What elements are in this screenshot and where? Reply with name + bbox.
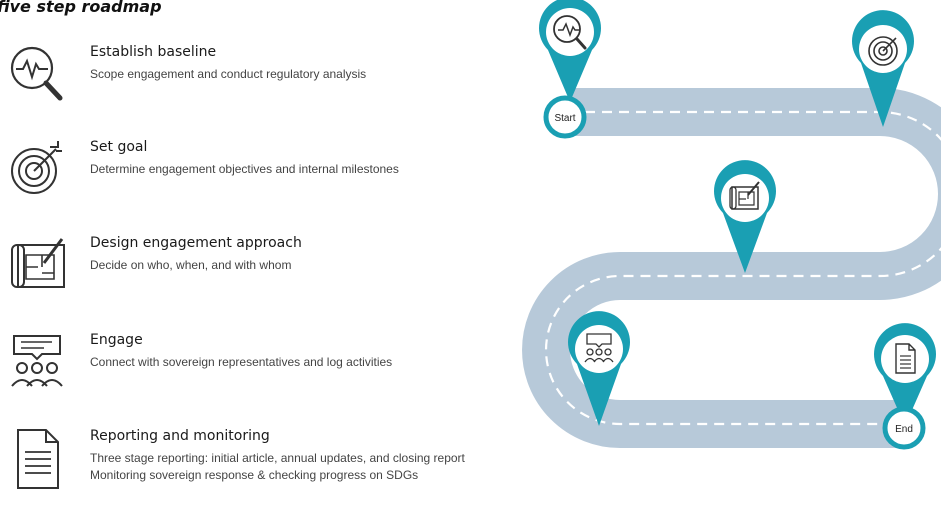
step-title: Design engagement approach [90,235,302,251]
map-pin-report [874,323,936,426]
step-set-goal: Set goal Determine engagement objectives… [0,137,540,217]
end-label: End [895,424,913,435]
step-description-line-2: Monitoring sovereign response & checking… [90,468,419,482]
step-design-approach: Design engagement approach Decide on who… [0,233,540,313]
step-description: Scope engagement and conduct regulatory … [90,67,367,81]
step-description: Three stage reporting: initial article, … [90,451,465,465]
map-pin-baseline [539,0,601,102]
step-title: Set goal [90,139,148,155]
start-label: Start [554,113,575,124]
engage-people-icon [11,335,63,387]
start-node: Start [543,95,587,139]
target-goal-icon [11,141,62,194]
step-engage: Engage Connect with sovereign representa… [0,330,540,410]
step-establish-baseline: Establish baseline Scope engagement and … [0,42,540,122]
blueprint-design-icon [11,238,65,288]
step-reporting-monitoring: Reporting and monitoring Three stage rep… [0,426,540,506]
step-description: Determine engagement objectives and inte… [90,162,399,176]
step-title: Reporting and monitoring [90,428,270,444]
step-description: Decide on who, when, and with whom [90,258,292,272]
end-node: End [882,406,926,450]
roadmap-heading: five step roadmap [0,0,162,16]
step-title: Establish baseline [90,44,217,60]
road-center-line [544,110,941,426]
map-pin-design [714,160,776,273]
map-pin-engage [568,311,630,426]
map-pin-goal [852,10,914,127]
step-title: Engage [90,332,143,348]
baseline-analysis-icon [10,46,63,101]
step-description: Connect with sovereign representatives a… [90,355,393,369]
report-document-icon [17,429,59,489]
